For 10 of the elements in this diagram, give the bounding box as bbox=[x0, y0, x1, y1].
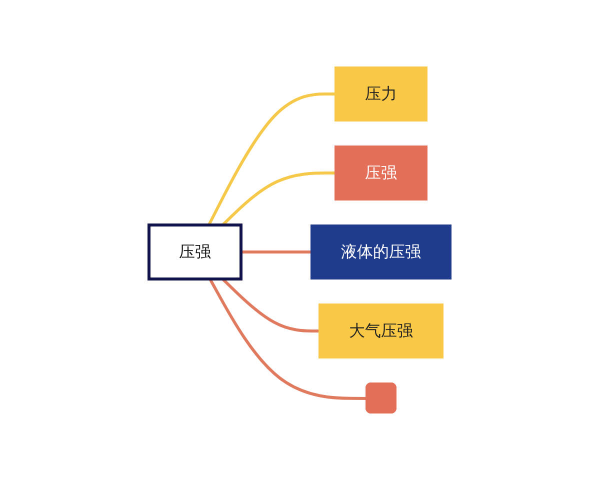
node-box: 压强 bbox=[148, 224, 242, 280]
node-box: 压强 bbox=[334, 146, 428, 200]
connector bbox=[222, 172, 335, 226]
node-box: 大气压强 bbox=[318, 304, 444, 358]
connector bbox=[241, 250, 311, 254]
connector bbox=[208, 278, 366, 400]
node-box: 压力 bbox=[334, 66, 428, 122]
connector bbox=[222, 278, 319, 332]
node-box: 液体的压强 bbox=[310, 224, 452, 280]
connector bbox=[208, 92, 335, 226]
